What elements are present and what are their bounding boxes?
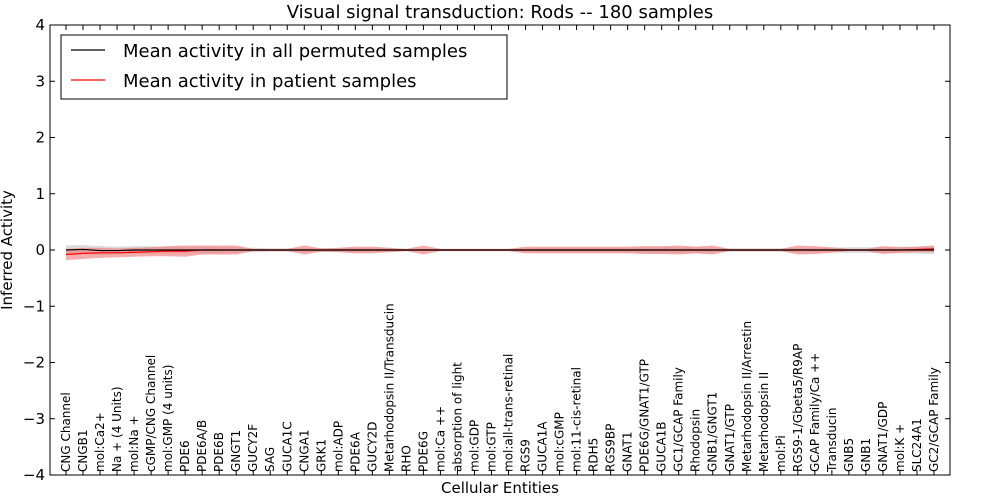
x-tick-label: mol:ADP [331,421,345,472]
x-tick-label: mol:cGMP [553,412,567,472]
x-tick-label: RHO [399,445,413,472]
x-tick-label: GNB5 [842,438,856,472]
y-tick-label: 0 [35,241,45,259]
x-tick-label: CNG Channel [59,392,73,472]
legend: Mean activity in all permuted samples Me… [60,34,508,100]
y-tick-label: −1 [23,297,45,315]
x-tick-label: mol:Pi [774,435,788,472]
y-tick-label: 3 [35,72,45,90]
x-tick-label: RGS9BP [604,424,618,472]
x-tick-label: GRK1 [314,439,328,472]
y-axis: 4 3 2 1 0 −1 −2 −3 −4 [23,16,950,484]
x-tick-label: cGMP/CNG Channel [144,355,158,472]
x-tick-label: GC1/GCAP Family [672,367,686,472]
x-tick-label: mol:11-cis-retinal [570,367,584,472]
x-tick-label: mol:K + [893,424,907,472]
x-tick-label: GUCY2F [246,424,260,472]
x-tick-label: GUCA1C [280,421,294,472]
y-tick-label: −2 [23,354,45,372]
x-tick-label: Metarhodopsin II [757,372,771,472]
x-tick-label: mol:Ca2+ [93,412,107,472]
x-tick-label: mol:Na + [127,415,141,472]
x-tick-label: GNAT1/GTP [723,404,737,472]
x-tick-label: mol:GTP [484,422,498,472]
x-tick-label: SAG [263,447,277,472]
x-tick-label: GUCA1B [655,421,669,472]
legend-box [60,34,508,100]
x-tick-label: RDH5 [587,438,601,472]
y-tick-label: 2 [35,129,45,147]
series-line-0 [65,248,934,252]
x-tick-label: Na + (4 Units) [110,386,124,472]
x-tick-label: PDE6B [212,432,226,472]
x-tick-label: GNB1 [859,438,873,472]
y-tick-label: −3 [23,410,45,428]
x-tick-label: Metarhodopsin II/Arrestin [740,321,754,472]
series-band-1 [66,245,934,261]
x-tick-label: GUCA1A [536,421,550,472]
x-tick-label: GUCY2D [365,422,379,472]
x-tick-label: PDE6G/GNAT1/GTP [638,359,652,472]
legend-label-permuted: Mean activity in all permuted samples [123,41,467,62]
x-tick-label: mol:Ca ++ [433,406,447,472]
x-tick-label: RGS9-1/Gbeta5/R9AP [791,344,805,472]
bands-layer [66,244,934,261]
x-tick-label: Metarhodopsin II/Transducin [382,303,396,472]
x-tick-label: PDE6A/B [195,420,209,472]
x-tick-label: mol:all-trans-retinal [502,354,516,472]
x-tick-label: mol:GDP [467,420,481,472]
x-tick-label: GNAT1/GDP [876,402,890,472]
x-tick-label: Transducin [825,408,839,473]
lines-layer [65,248,935,256]
x-tick-label: GCAP Family/Ca ++ [808,353,822,472]
x-tick-label: GC2/GCAP Family [927,367,941,472]
y-tick-label: 1 [35,185,45,203]
x-tick-label: PDE6G [416,431,430,472]
legend-label-patient: Mean activity in patient samples [123,71,417,92]
x-tick-label: PDE6 [178,440,192,472]
y-tick-label: −4 [23,466,45,484]
y-tick-label: 4 [35,16,45,34]
chart-title: Visual signal transduction: Rods -- 180 … [287,2,714,23]
x-tick-label: GNB1/GNGT1 [706,392,720,472]
x-tick-label: PDE6A [348,431,362,472]
x-axis-label: Cellular Entities [441,479,559,497]
x-tick-label: SLC24A1 [910,418,924,472]
x-tick-label: absorption of light [450,362,464,472]
x-tick-label: CNGB1 [76,429,90,472]
y-axis-label: Inferred Activity [0,190,16,310]
x-tick-label: GNGT1 [229,430,243,472]
x-tick-label: mol:GMP (4 units) [161,365,175,472]
x-tick-label: RGS9 [519,439,533,472]
x-tick-label: Rhodopsin [689,409,703,472]
x-tick-label: GNAT1 [621,431,635,472]
x-tick-label: CNGA1 [297,430,311,473]
